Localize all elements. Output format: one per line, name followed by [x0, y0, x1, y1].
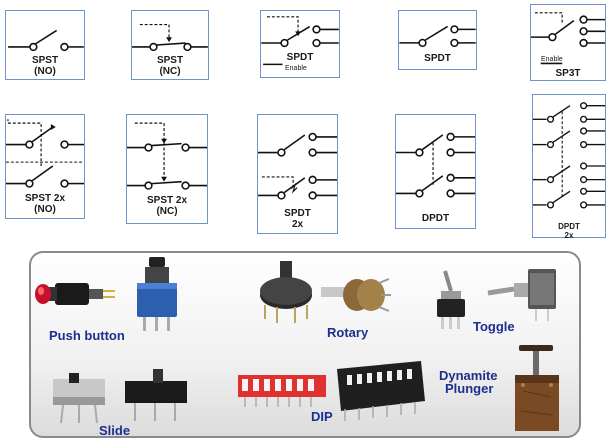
spst-nc-schematic: [132, 24, 208, 52]
spdt-enable-sublabel: Enable: [285, 65, 307, 72]
spdt-label: SPDT: [424, 53, 451, 64]
push-button-label: Push button: [49, 328, 125, 343]
toggle-label: Toggle: [473, 319, 515, 334]
dpdt-label: DPDT: [421, 213, 450, 224]
toggle-switch-photo: [437, 270, 465, 329]
dip-label: DIP: [311, 409, 333, 424]
switch-types-gallery: Push button Rotary Toggle: [29, 251, 581, 438]
toggle-switch-2-photo: [487, 269, 556, 321]
spdt-schematic: [399, 25, 476, 48]
spst-no-schematic: [8, 29, 84, 52]
diagram-dpdt: DPDT: [395, 114, 476, 229]
sp3t-label: SP3T: [555, 68, 581, 79]
dip-switch-red-photo: [238, 375, 326, 407]
slide-label: Slide: [99, 423, 131, 438]
spdt-enable-schematic: [261, 16, 339, 66]
dpdt-2x-schematic: [533, 102, 605, 209]
diagram-spst-2x-no: SPST 2x(NO): [5, 114, 85, 219]
rotary-switch-2-photo: [321, 278, 391, 312]
spst-2x-nc-label: SPST 2x(NC): [146, 195, 188, 217]
spst-2x-no-label: SPST 2x(NO): [24, 193, 66, 215]
slide-switch-photo: [53, 373, 105, 424]
diagram-spst-nc: SPST(NC): [131, 10, 209, 80]
diagram-spst-2x-nc: SPST 2x(NC): [126, 114, 208, 224]
diagram-sp3t: Enable SP3T: [530, 4, 606, 81]
spdt-enable-label: SPDT: [286, 52, 314, 63]
slide-switch-2-photo: [125, 369, 187, 421]
diagram-spdt: SPDT: [398, 10, 477, 70]
dip-switch-black-photo: [337, 361, 425, 421]
rotary-switch-photo: [260, 261, 312, 323]
dynamite-plunger-label: Dynamite Plunger: [439, 368, 498, 396]
dpdt-schematic: [396, 132, 475, 198]
spst-2x-no-schematic: [6, 119, 84, 188]
sp3t-sublabel: Enable: [541, 56, 563, 63]
sp3t-schematic: [531, 12, 605, 65]
spst-2x-nc-schematic: [127, 122, 207, 190]
spst-nc-label: SPST(NC): [156, 55, 184, 77]
dynamite-plunger-photo: [515, 345, 559, 431]
spdt-2x-schematic: [258, 132, 337, 200]
tactile-switch-photo: [137, 257, 177, 331]
diagram-spst-no: SPST(NO): [5, 10, 85, 80]
diagram-spdt-enable: SPDT Enable: [260, 10, 340, 78]
push-button-photo: [35, 283, 115, 305]
rotary-label: Rotary: [327, 325, 369, 340]
spst-no-label: SPST(NO): [31, 55, 59, 77]
